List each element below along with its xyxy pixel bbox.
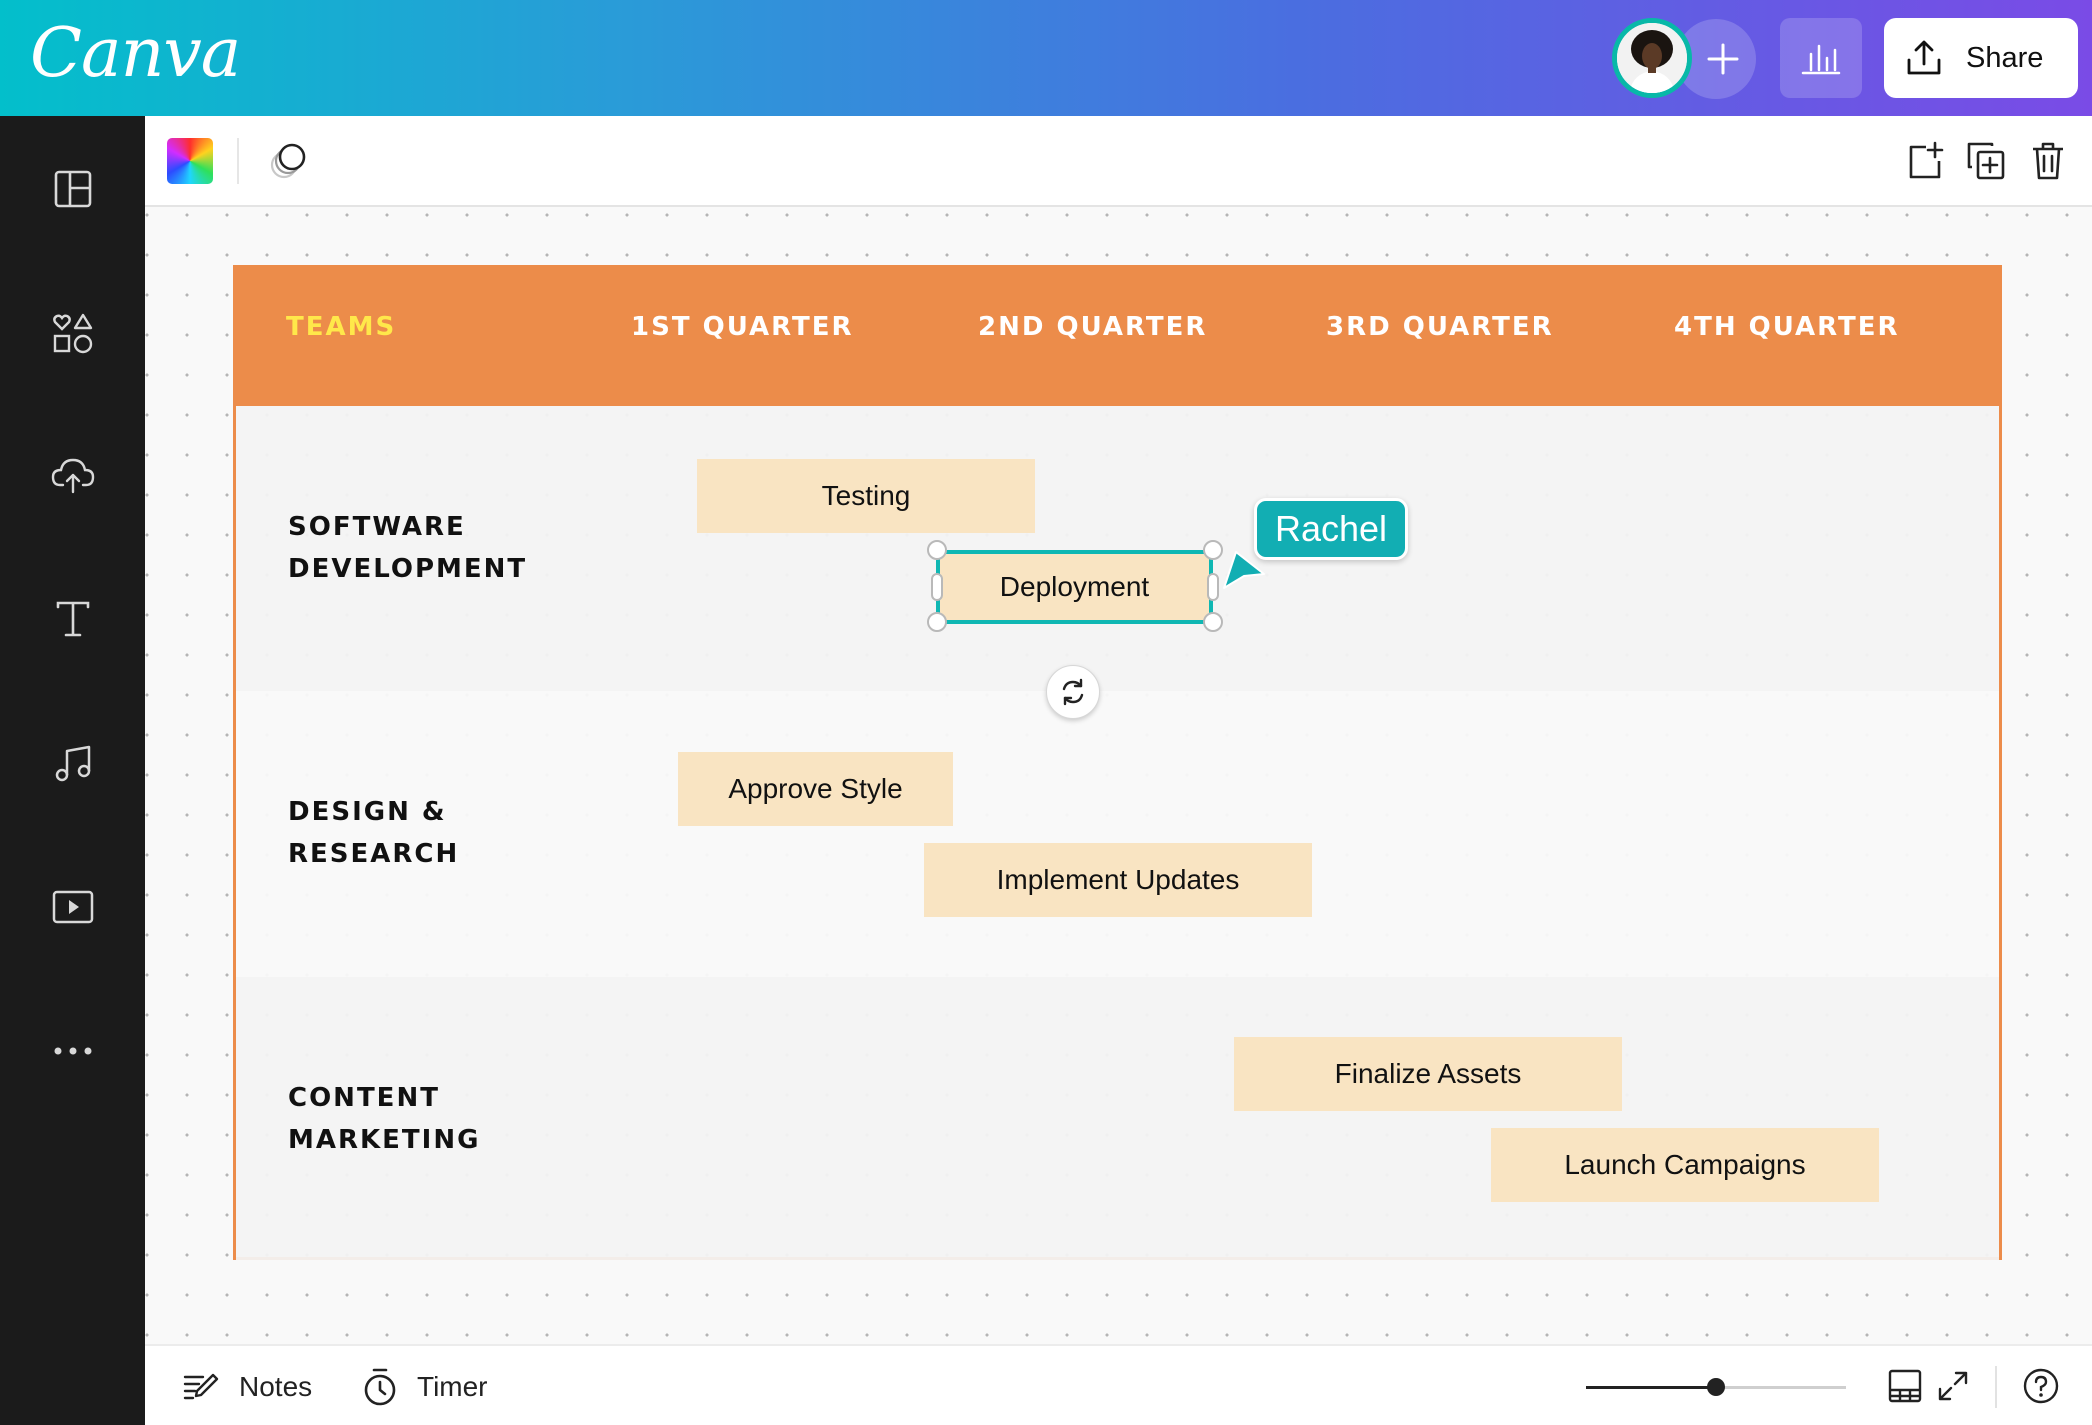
timer-button[interactable]: Timer: [363, 1346, 488, 1425]
resize-handle-bottom-right[interactable]: [1203, 612, 1223, 632]
resize-handle-top-right[interactable]: [1203, 540, 1223, 560]
column-header-q1: 1ST QUARTER: [631, 312, 854, 342]
sidebar-item-templates[interactable]: [48, 164, 98, 214]
zoom-slider-knob[interactable]: [1707, 1378, 1725, 1396]
music-note-icon: [55, 745, 91, 782]
collaborator-cursor-icon: [1223, 551, 1265, 589]
fullscreen-button[interactable]: [1931, 1364, 1975, 1408]
help-button[interactable]: [2019, 1364, 2063, 1408]
collaborator-avatar[interactable]: [1612, 18, 1692, 98]
task-testing[interactable]: Testing: [697, 459, 1035, 533]
team-label-software-development: SOFTWARE DEVELOPMENT: [288, 512, 528, 584]
layout-icon: [54, 170, 92, 208]
task-finalize-assets[interactable]: Finalize Assets: [1234, 1037, 1622, 1111]
page-view-button[interactable]: [1883, 1364, 1927, 1408]
task-label: Deployment: [999, 571, 1150, 602]
team-label-design-research: DESIGN & RESEARCH: [288, 797, 460, 869]
column-header-teams: TEAMS: [286, 312, 397, 342]
roadmap-board[interactable]: TEAMS 1ST QUARTER 2ND QUARTER 3RD QUARTE…: [233, 265, 2002, 1260]
plus-icon: [1707, 43, 1739, 75]
rotate-icon: [1062, 678, 1084, 706]
notes-button[interactable]: Notes: [183, 1346, 312, 1425]
sidebar-item-videos[interactable]: [48, 882, 98, 932]
text-icon: [56, 601, 90, 637]
transparency-button[interactable]: [265, 138, 311, 184]
share-button[interactable]: Share: [1884, 18, 2078, 98]
canva-logo[interactable]: Canva: [30, 14, 241, 93]
editor-toolbar: [145, 116, 2092, 207]
cloud-upload-icon: [51, 458, 95, 494]
duplicate-button[interactable]: [1963, 138, 2009, 184]
upload-share-icon: [1907, 40, 1941, 75]
notes-icon: [183, 1373, 219, 1399]
add-page-button[interactable]: [1902, 138, 1948, 184]
top-header: Canva Share: [0, 0, 2092, 116]
expand-icon: [1938, 1371, 1968, 1401]
resize-handle-top-left[interactable]: [927, 540, 947, 560]
transparency-icon: [270, 143, 306, 179]
timer-icon: [364, 1368, 396, 1405]
shapes-icon: [53, 313, 93, 354]
bottom-bar: Notes Timer: [145, 1344, 2092, 1425]
grid-view-icon: [1888, 1369, 1922, 1403]
add-page-icon: [1909, 141, 1944, 179]
left-sidebar: [0, 116, 145, 1425]
help-icon: [2023, 1368, 2059, 1404]
share-label: Share: [1966, 41, 2044, 74]
color-picker-icon[interactable]: [167, 138, 213, 184]
task-deployment[interactable]: Deployment: [936, 550, 1213, 624]
column-header-q4: 4TH QUARTER: [1674, 312, 1900, 342]
resize-handle-right[interactable]: [1207, 573, 1219, 601]
video-icon: [52, 890, 94, 924]
notes-label: Notes: [239, 1370, 313, 1402]
row-software-development: SOFTWARE DEVELOPMENT: [236, 406, 1999, 691]
delete-button[interactable]: [2025, 138, 2071, 184]
rotate-button[interactable]: [1046, 665, 1100, 719]
collaborator-name-tag: Rachel: [1254, 498, 1408, 560]
bar-chart-icon: [1801, 44, 1841, 75]
board-header: TEAMS 1ST QUARTER 2ND QUARTER 3RD QUARTE…: [236, 268, 1999, 406]
task-launch-campaigns[interactable]: Launch Campaigns: [1491, 1128, 1879, 1202]
bottombar-divider: [1995, 1366, 1997, 1408]
resize-handle-bottom-left[interactable]: [927, 612, 947, 632]
column-header-q3: 3RD QUARTER: [1326, 312, 1554, 342]
sidebar-item-elements[interactable]: [48, 308, 98, 358]
trash-icon: [2033, 142, 2063, 180]
row-design-research: DESIGN & RESEARCH: [236, 691, 1999, 977]
sidebar-item-uploads[interactable]: [48, 450, 98, 500]
toolbar-divider: [237, 138, 239, 184]
insights-button[interactable]: [1780, 18, 1862, 98]
row-content-marketing: CONTENT MARKETING: [236, 977, 1999, 1260]
team-label-content-marketing: CONTENT MARKETING: [288, 1083, 481, 1155]
avatar-image: [1617, 23, 1687, 93]
resize-handle-left[interactable]: [931, 573, 943, 601]
sidebar-item-text[interactable]: [48, 594, 98, 644]
duplicate-icon: [1967, 142, 2005, 180]
timer-label: Timer: [417, 1370, 488, 1402]
column-header-q2: 2ND QUARTER: [978, 312, 1208, 342]
sidebar-item-more[interactable]: [48, 1026, 98, 1076]
zoom-slider[interactable]: [1586, 1378, 1846, 1396]
task-implement-updates[interactable]: Implement Updates: [924, 843, 1312, 917]
more-dots-icon: [54, 1047, 92, 1055]
sidebar-item-audio[interactable]: [48, 738, 98, 788]
zoom-slider-fill: [1586, 1386, 1716, 1389]
task-approve-style[interactable]: Approve Style: [678, 752, 953, 826]
